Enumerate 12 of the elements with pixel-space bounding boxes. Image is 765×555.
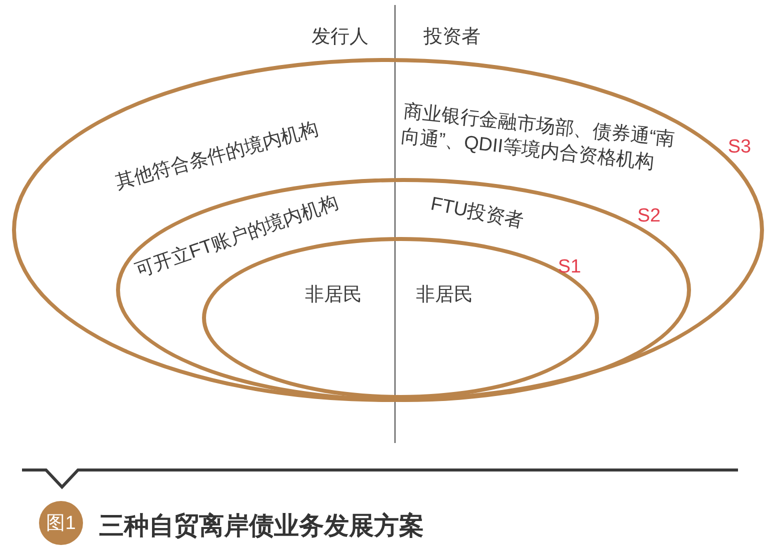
- column-heading: 发行人: [312, 26, 368, 50]
- ring-label: S3: [728, 135, 752, 159]
- column-heading: 投资者: [424, 26, 480, 50]
- ring-label: S2: [637, 204, 661, 228]
- ellipse: [12, 58, 764, 402]
- figure-badge: 图1: [39, 501, 83, 545]
- category-label: 非居民: [416, 283, 473, 307]
- caption: 三种自贸离岸债业务发展方案: [99, 511, 424, 542]
- category-label: 非居民: [305, 283, 362, 307]
- ring-label: S1: [558, 255, 582, 279]
- category-label: FTU投资者: [428, 192, 526, 234]
- category-label: 商业银行金融市场部、债券通“南向通”、QDII等境内合资格机构: [399, 100, 676, 175]
